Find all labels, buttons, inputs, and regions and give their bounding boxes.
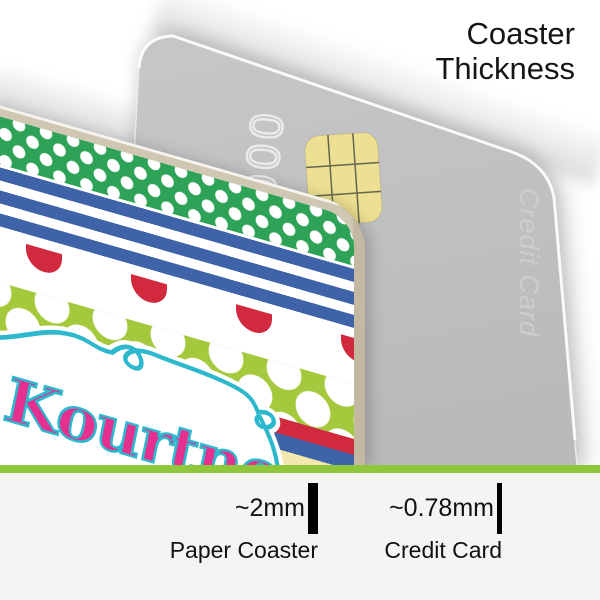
card-thickness-bar [497, 483, 502, 534]
card-edge-highlight [137, 34, 577, 441]
coaster-thickness-bar [308, 483, 318, 534]
paper-coaster: Kourtney [0, 102, 365, 465]
coaster-measurement-label: Paper Coaster [169, 537, 318, 563]
page-title: Coaster Thickness [435, 16, 575, 86]
card-measurement-label: Credit Card [384, 537, 502, 563]
title-line-1: Coaster [466, 16, 575, 51]
ground-line [0, 465, 600, 473]
coaster-thickness-value: ~2mm [234, 494, 305, 522]
card-thickness-value: ~0.78mm [389, 494, 494, 522]
coaster-right-edge [353, 206, 365, 465]
coaster-face: Kourtney [0, 113, 354, 465]
name-plaque [0, 325, 287, 465]
coaster-edge: Kourtney [0, 102, 365, 465]
coaster-measurement: ~2mm Paper Coaster [170, 483, 318, 564]
plaque-squiggle-border [0, 329, 283, 465]
card-measurement: ~0.78mm Credit Card [384, 483, 502, 564]
title-line-2: Thickness [435, 51, 575, 86]
card-brand-text: Credit Card [514, 188, 544, 337]
